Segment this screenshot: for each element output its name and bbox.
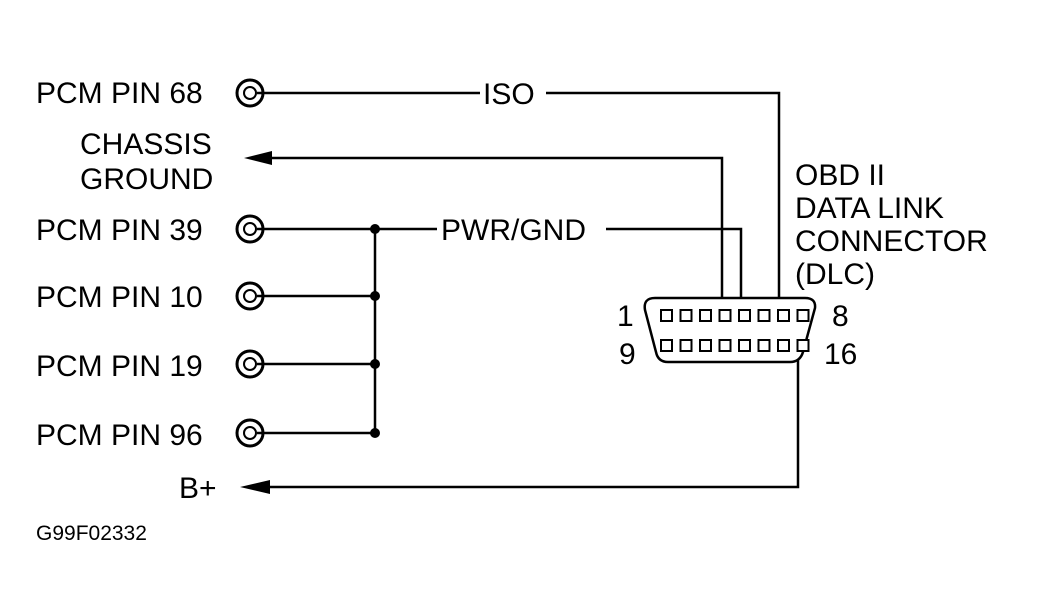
dlc-title-line4: (DLC) (795, 258, 875, 291)
dlc-pin-1 (660, 309, 673, 322)
pin-1-label: 1 (617, 300, 634, 333)
b-plus-wire (240, 348, 800, 494)
iso-wire (257, 91, 781, 312)
splice-icon (370, 291, 380, 301)
dlc-pin-6 (757, 309, 771, 322)
figure-id: G99F02332 (36, 522, 147, 545)
pin-8-label: 8 (832, 300, 849, 333)
pin-16-label: 16 (824, 338, 857, 371)
pwr-gnd-wire (257, 227, 743, 435)
splice-icon (370, 359, 380, 369)
dlc-pin-8 (796, 309, 810, 322)
dlc-title-line2: DATA LINK (795, 192, 944, 225)
dlc-pin-16 (796, 339, 810, 352)
chassis-label-line1: CHASSIS (80, 128, 212, 161)
dlc-title-line3: CONNECTOR (795, 225, 988, 258)
dlc-title-line1: OBD II (795, 159, 885, 192)
splice-icon (370, 224, 380, 234)
pcm-pin-96-label: PCM PIN 96 (36, 419, 203, 452)
iso-label: ISO (483, 78, 535, 111)
pin-9-label: 9 (619, 338, 636, 371)
pcm-pin-68-label: PCM PIN 68 (36, 77, 203, 110)
dlc-pin-10 (679, 339, 693, 352)
dlc-pin-4 (718, 309, 732, 322)
dlc-pin-5 (738, 309, 751, 322)
dlc-pin-9 (660, 339, 673, 352)
dlc-pin-14 (757, 339, 771, 352)
pwr-gnd-label: PWR/GND (441, 214, 586, 247)
dlc-pin-2 (679, 309, 693, 322)
dlc-pin-7 (777, 309, 790, 322)
arrow-left-icon (240, 480, 270, 494)
dlc-pins-top-row (660, 309, 810, 322)
b-plus-label: B+ (179, 472, 217, 505)
dlc-pin-12 (718, 339, 732, 352)
chassis-ground-wire (244, 151, 724, 312)
pcm-pin-19-label: PCM PIN 19 (36, 350, 203, 383)
splice-dots (370, 224, 380, 438)
dlc-connector (643, 296, 817, 364)
dlc-pin-3 (699, 309, 712, 322)
splice-icon (370, 428, 380, 438)
arrow-left-icon (244, 151, 272, 165)
chassis-label-line2: GROUND (80, 163, 213, 196)
pcm-pin-10-label: PCM PIN 10 (36, 281, 203, 314)
dlc-pin-11 (699, 339, 712, 352)
dlc-pin-15 (777, 339, 790, 352)
dlc-pins-bottom-row (660, 339, 810, 352)
dlc-pin-13 (738, 339, 751, 352)
pcm-pin-39-label: PCM PIN 39 (36, 214, 203, 247)
